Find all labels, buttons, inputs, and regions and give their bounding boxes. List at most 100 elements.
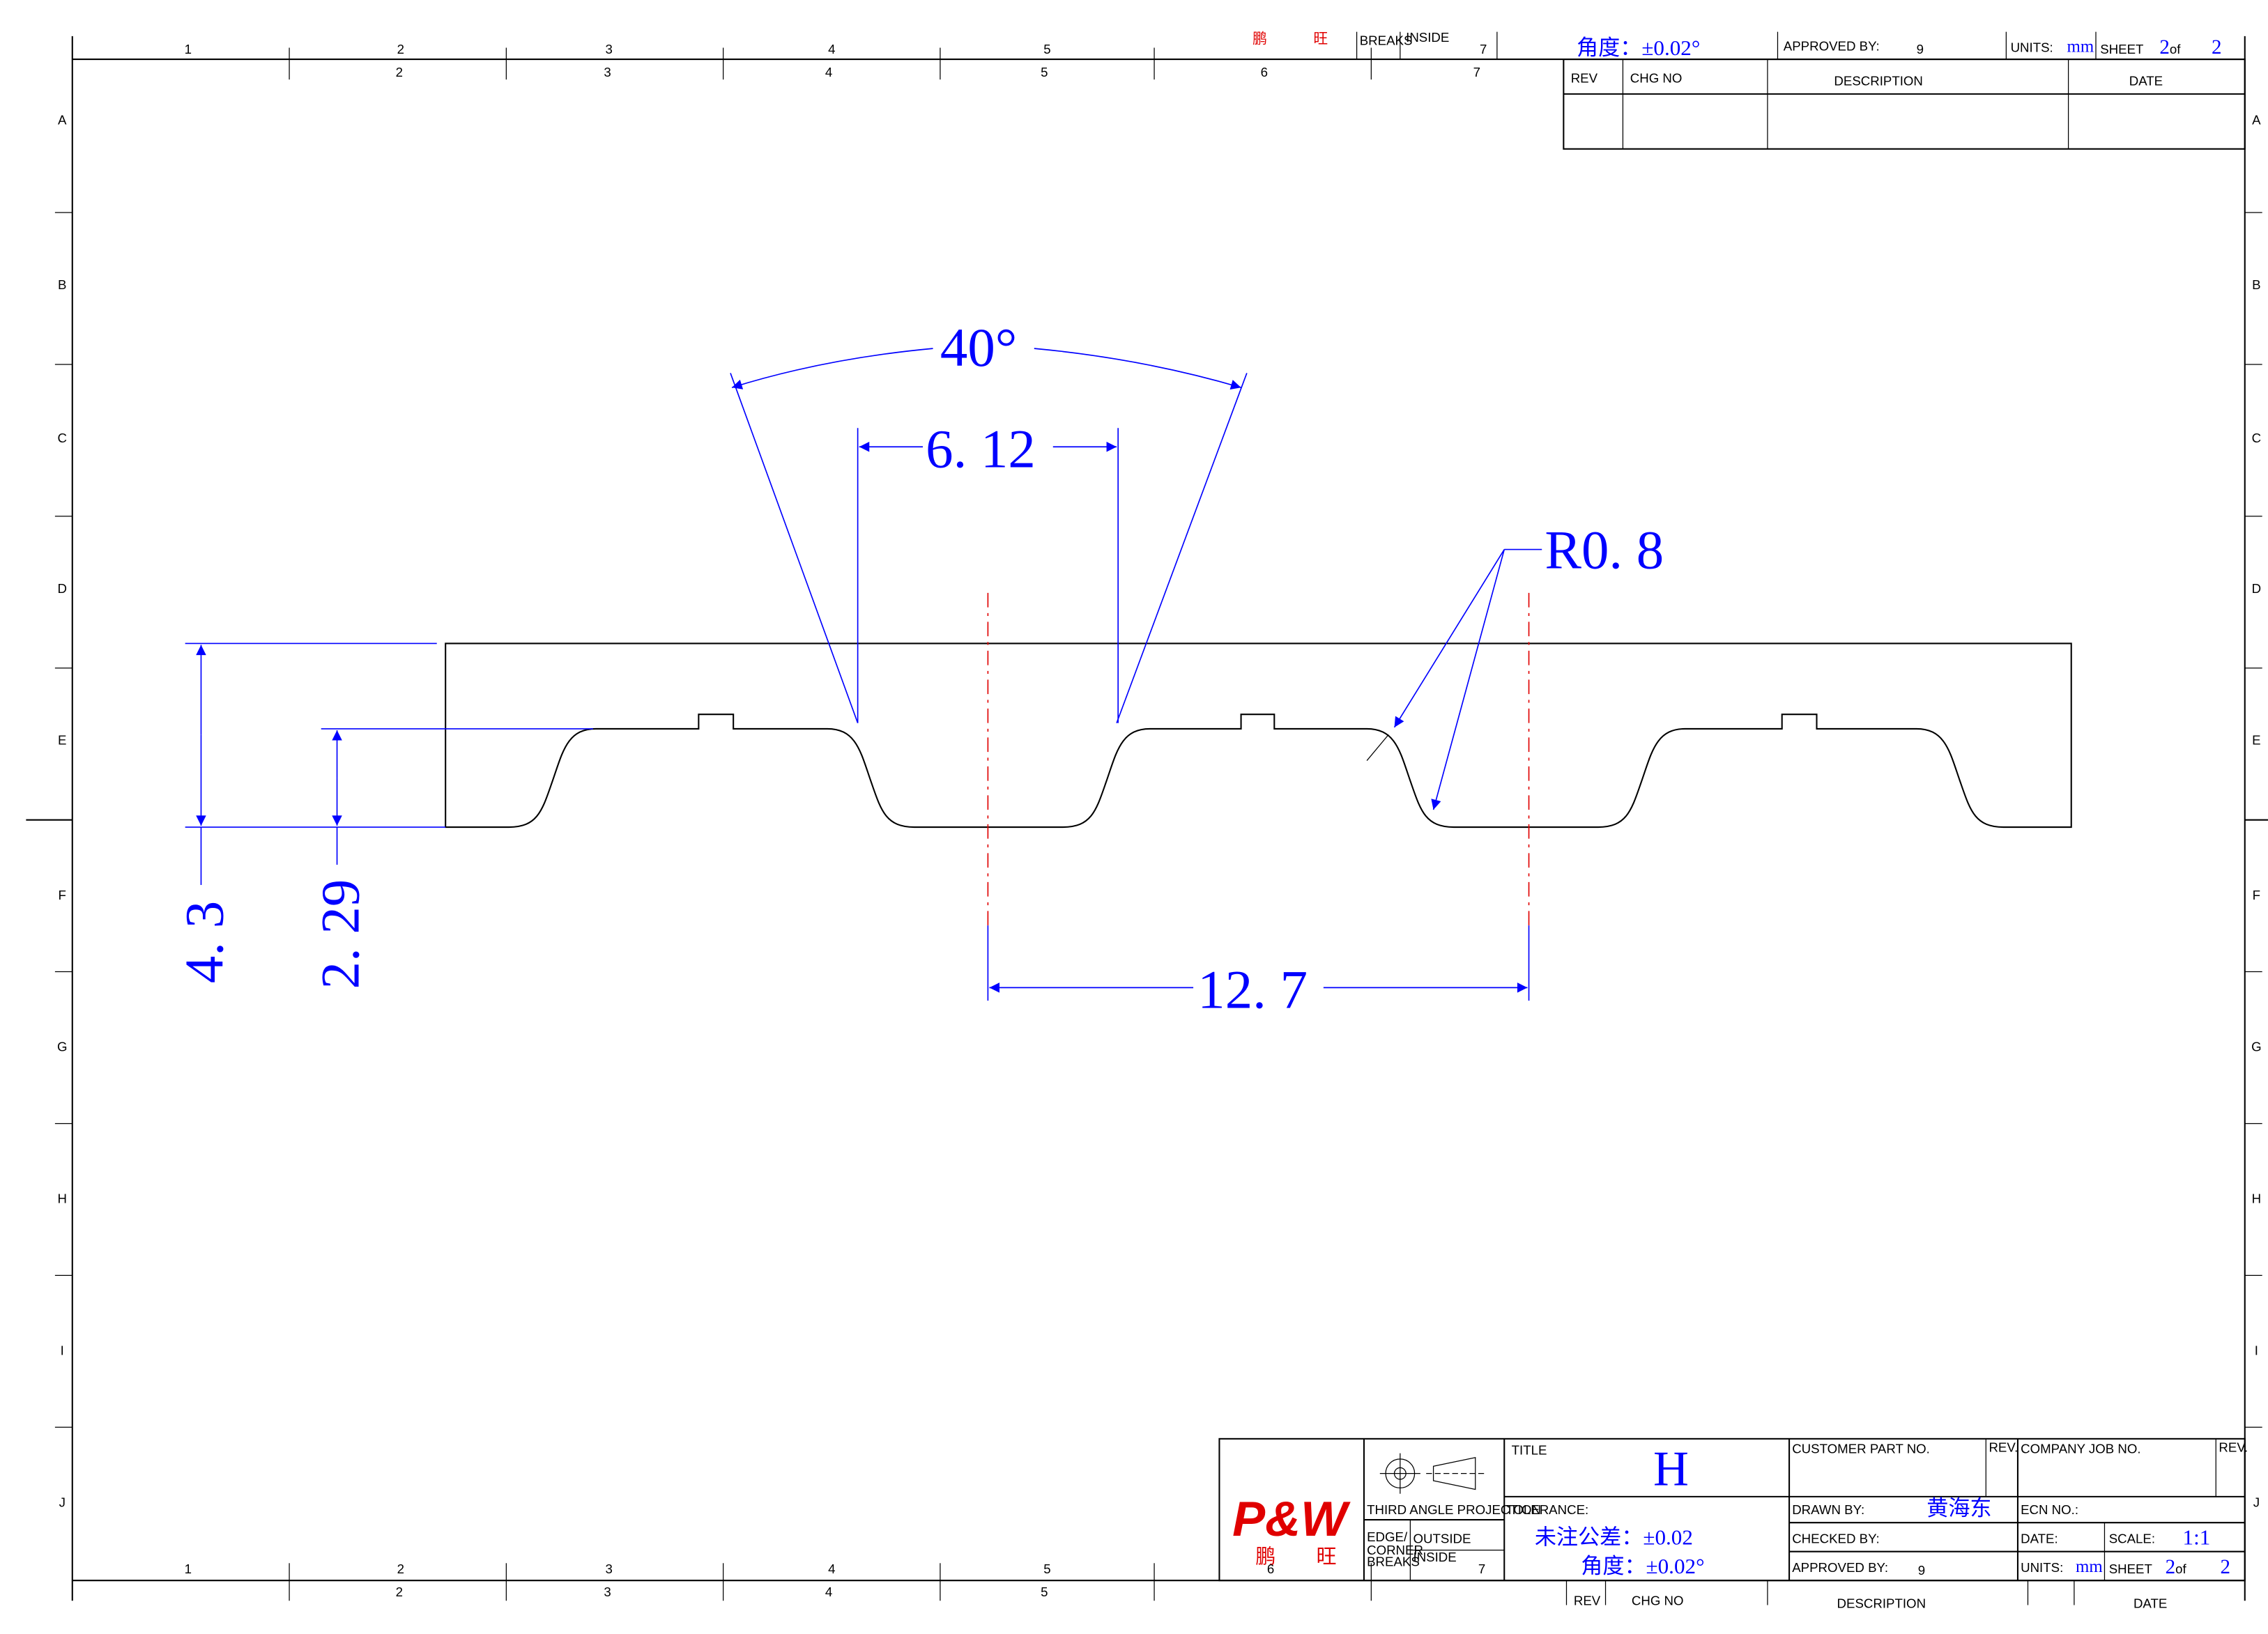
general-tolerance: 未注公差：±0.02 (1535, 1525, 1693, 1549)
column-number: 6 (1261, 65, 1268, 79)
column-number: 2 (396, 1585, 403, 1599)
of-text: of (2175, 1562, 2186, 1576)
title-block: P&W 鹏 旺 6 THIRD ANGLE PROJECTION EDGE/ C… (1218, 1438, 2248, 1582)
center-lines (987, 592, 1530, 926)
drawing-title: H (1653, 1442, 1689, 1496)
column-number: 4 (828, 42, 835, 56)
column-number: 4 (828, 1562, 835, 1576)
col-number: 9 (1918, 1563, 1925, 1578)
column-number: 3 (605, 1562, 612, 1576)
tooth-height-dimension-text: 2. 29 (311, 879, 371, 989)
date-header: DATE (2129, 73, 2163, 88)
row-letter: A (58, 112, 67, 127)
dimension-tooth-height: 2. 29 (311, 728, 593, 989)
sheet-number: 2 (2166, 1556, 2176, 1578)
logo-cn-text: 旺 (1316, 1546, 1336, 1568)
column-number: 2 (397, 1562, 404, 1576)
column-number: 5 (1041, 1585, 1048, 1599)
column-number: 3 (604, 1585, 611, 1599)
col-number: 7 (1478, 1562, 1485, 1576)
sheet-border (26, 36, 2268, 1601)
date-header: DATE (2133, 1596, 2167, 1611)
logo-text: P&W (1232, 1491, 1351, 1546)
approved-by-label: APPROVED BY: (1792, 1560, 1888, 1575)
angle-tolerance: 角度：±0.02° (1577, 36, 1700, 60)
row-letter: C (58, 431, 67, 445)
dimension-radius: R0. 8 (1393, 521, 1664, 810)
drawn-by-name: 黄海东 (1926, 1496, 1991, 1520)
column-number: 5 (1043, 42, 1050, 56)
chg-no-header: CHG NO (1632, 1593, 1684, 1608)
dimension-total-height: 4. 3 (175, 642, 446, 983)
row-letter: B (58, 277, 66, 292)
units-value: mm (2067, 38, 2094, 56)
border-ticks (54, 47, 2262, 1601)
row-letter: I (2255, 1343, 2258, 1357)
description-header: DESCRIPTION (1837, 1596, 1926, 1611)
projection-label: THIRD ANGLE PROJECTION (1367, 1502, 1541, 1517)
pitch-dimension-text: 12. 7 (1197, 959, 1308, 1020)
units-value: mm (2076, 1557, 2103, 1576)
sheet-total: 2 (2212, 36, 2222, 59)
sheet-total: 2 (2220, 1556, 2230, 1578)
checked-by-label: CHECKED BY: (1792, 1531, 1879, 1546)
angle-dimension-text: 40° (940, 318, 1017, 378)
date-label: DATE: (2021, 1531, 2058, 1546)
title-label: TITLE (1512, 1443, 1547, 1458)
logo-cn-text: 鹏 (1252, 31, 1267, 47)
col-number: 7 (1480, 42, 1487, 56)
row-letter: C (2252, 431, 2261, 445)
row-letter: A (2252, 112, 2261, 127)
column-number: 7 (1473, 65, 1480, 79)
row-letter: J (2253, 1495, 2260, 1509)
row-letter: J (59, 1495, 66, 1509)
column-number: 4 (825, 65, 832, 79)
edge-label: EDGE/ (1367, 1529, 1408, 1544)
column-number: 5 (1043, 1562, 1050, 1576)
row-letter: G (2251, 1040, 2262, 1054)
breaks-label: BREAKS (1367, 1554, 1420, 1569)
row-letter: F (59, 888, 66, 902)
sheet-label: SHEET (2109, 1562, 2152, 1576)
top-strip: 鹏 旺 BREAKS INSIDE 7 角度：±0.02° APPROVED B… (1252, 30, 2221, 60)
customer-part-label: CUSTOMER PART NO. (1792, 1442, 1930, 1456)
row-letter: E (2252, 733, 2260, 748)
col-number: 9 (1917, 42, 1924, 56)
column-number: 1 (185, 1562, 192, 1576)
logo-cn-text: 鹏 (1255, 1545, 1275, 1568)
radius-dimension-text: R0. 8 (1545, 521, 1664, 581)
dimension-width: 6. 12 (857, 419, 1119, 723)
row-letter: E (58, 733, 66, 748)
rev-label: REV. (2219, 1440, 2248, 1455)
column-number: 2 (396, 65, 403, 79)
column-number: 3 (605, 42, 612, 56)
breaks-text: BREAKS (1360, 33, 1413, 47)
sheet-label: SHEET (2100, 42, 2143, 56)
angle-tolerance: 角度：±0.02° (1581, 1554, 1704, 1578)
outside-label: OUTSIDE (1413, 1531, 1471, 1546)
company-job-label: COMPANY JOB NO. (2021, 1442, 2140, 1456)
units-label: UNITS: (2021, 1560, 2063, 1575)
corner-label: CORNER (1367, 1543, 1423, 1557)
of-text: of (2170, 42, 2181, 56)
row-letter: D (58, 581, 67, 596)
row-letter: D (2252, 581, 2261, 596)
total-height-dimension-text: 4. 3 (175, 901, 236, 983)
column-number: 5 (1041, 65, 1048, 79)
bottom-strip: REV CHG NO DESCRIPTION DATE (1565, 1580, 2167, 1611)
column-number: 1 (185, 42, 192, 56)
belt-profile (445, 642, 2072, 828)
column-number: 3 (604, 65, 611, 79)
third-angle-projection-icon (1379, 1453, 1485, 1494)
column-number: 2 (397, 42, 404, 56)
chg-no-header: CHG NO (1630, 70, 1683, 85)
row-letter: F (2253, 888, 2260, 902)
row-letter: B (2252, 277, 2260, 292)
tolerance-label: TOLERANCE: (1505, 1502, 1588, 1517)
logo-cn-text: 旺 (1313, 31, 1328, 47)
company-logo: P&W 鹏 旺 6 (1232, 1491, 1351, 1576)
row-letter: I (61, 1343, 64, 1357)
row-letter: H (2252, 1192, 2261, 1206)
